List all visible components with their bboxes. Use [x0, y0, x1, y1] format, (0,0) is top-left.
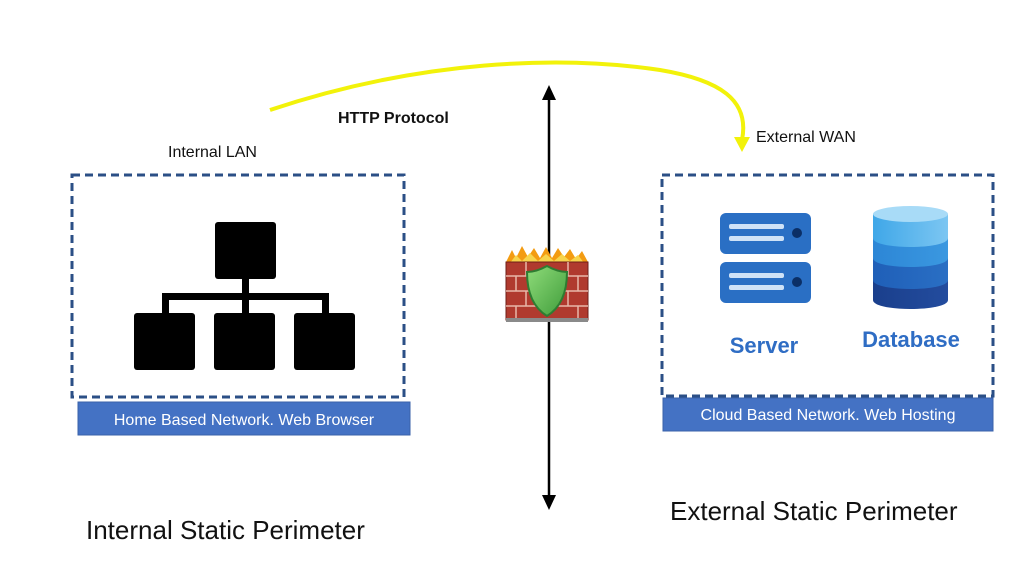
internal-lan-boundary [70, 173, 406, 399]
server-icon [720, 213, 811, 303]
home-network-caption: Home Based Network. Web Browser [114, 412, 375, 429]
http-arrow [269, 60, 750, 152]
internal-perimeter-label: Internal Static Perimeter [86, 515, 365, 545]
external-wan-label: External WAN [756, 129, 856, 146]
database-label: Database [862, 327, 960, 352]
network-hierarchy-icon [134, 222, 355, 370]
http-protocol-label: HTTP Protocol [338, 110, 449, 127]
firewall-icon [505, 246, 589, 322]
internal-lan-label: Internal LAN [168, 144, 257, 161]
server-label: Server [730, 333, 799, 358]
cloud-network-caption: Cloud Based Network. Web Hosting [701, 407, 956, 424]
cloud-network-caption-bar [662, 397, 994, 432]
external-wan-boundary [660, 173, 995, 398]
database-icon [873, 206, 948, 309]
home-network-caption-bar [77, 401, 411, 436]
external-perimeter-label: External Static Perimeter [670, 496, 958, 526]
